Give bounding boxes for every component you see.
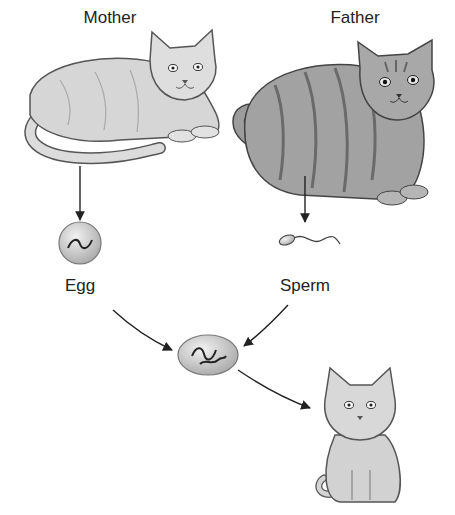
egg-cell	[59, 222, 101, 264]
kitten	[319, 368, 400, 502]
sperm-cell	[278, 233, 340, 247]
node-label: Father	[328, 8, 381, 28]
arrow	[244, 305, 288, 346]
mother-cat	[30, 30, 219, 158]
connector-arrow	[304, 176, 305, 222]
node-label: Mother	[82, 8, 139, 28]
arrow	[113, 310, 172, 350]
connector-arrow	[79, 166, 80, 220]
parent-label-area: Mother	[10, 8, 210, 166]
arrow	[238, 370, 310, 408]
cell-label-area: Sperm	[265, 222, 345, 296]
father-cat	[239, 40, 434, 205]
node-label: Sperm	[278, 276, 332, 296]
cell-label-area: Egg	[50, 220, 110, 296]
parent-label-area: Father	[265, 8, 445, 176]
node-label: Egg	[63, 276, 97, 296]
fertilized-egg	[178, 335, 238, 375]
